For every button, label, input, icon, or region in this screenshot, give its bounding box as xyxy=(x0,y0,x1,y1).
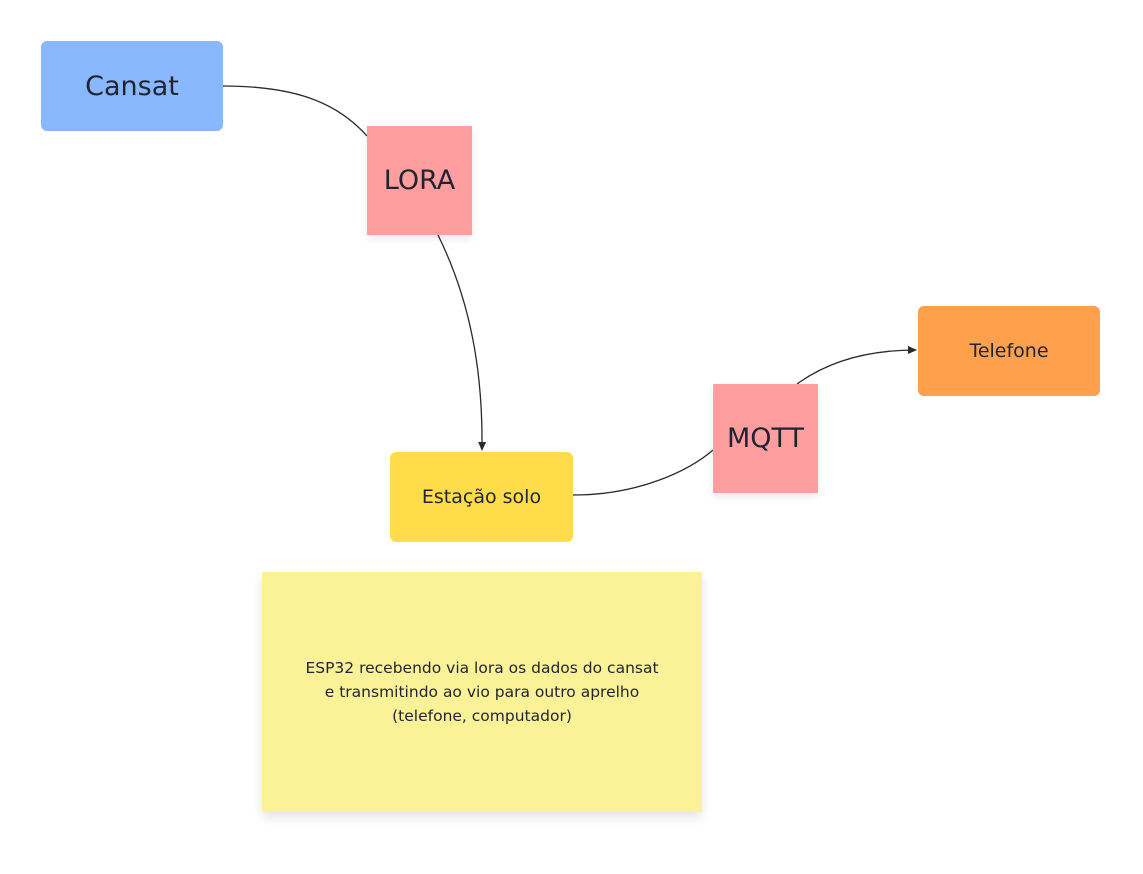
connector-lora-to-estacao[interactable] xyxy=(437,234,487,451)
connector-cansat-to-lora xyxy=(222,85,368,137)
mqtt-label: MQTT xyxy=(726,423,805,454)
estacao-solo-node[interactable]: Estação solo xyxy=(390,452,573,542)
lora-label: LORA xyxy=(383,165,456,196)
description-note-text: ESP32 recebendo via lora os dados do can… xyxy=(305,659,659,725)
connector-mqtt-to-telefone[interactable] xyxy=(796,346,917,385)
cansat-node[interactable]: Cansat xyxy=(41,41,223,131)
estacao-solo-label: Estação solo xyxy=(421,486,542,508)
mqtt-sticky[interactable]: MQTT xyxy=(713,384,818,493)
lora-sticky[interactable]: LORA xyxy=(367,126,472,235)
telefone-node[interactable]: Telefone xyxy=(918,306,1100,396)
connector-estacao-to-mqtt xyxy=(572,449,714,496)
description-note[interactable]: ESP32 recebendo via lora os dados do can… xyxy=(262,572,702,812)
cansat-label: Cansat xyxy=(85,70,179,102)
telefone-label: Telefone xyxy=(969,340,1049,362)
